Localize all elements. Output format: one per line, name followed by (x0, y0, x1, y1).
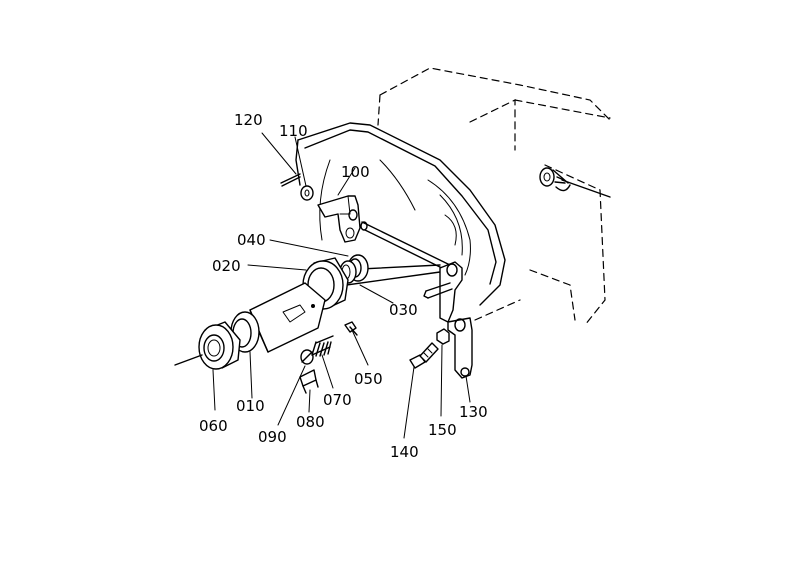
callout-090: 090 (258, 428, 287, 446)
part-120-washer (300, 185, 314, 201)
leader-lines (212, 132, 471, 439)
callout-070: 070 (323, 391, 352, 409)
part-140-bolt (409, 342, 439, 369)
rear-pin (539, 167, 611, 198)
callout-100: 100 (341, 163, 370, 181)
callout-040: 040 (237, 231, 266, 249)
callout-120: 110 (279, 122, 308, 140)
callout-020: 020 (212, 257, 241, 275)
part-080-bolt (299, 369, 319, 394)
engine-housing-outline (377, 67, 611, 326)
part-130-pin (280, 173, 301, 187)
part-060-seal (174, 321, 241, 370)
callout-130: 120 (234, 111, 263, 129)
part-010-release-sleeve (230, 282, 326, 353)
callout-010: 010 (236, 397, 265, 415)
part-100-fork (317, 195, 361, 243)
part-150-nut (436, 328, 450, 345)
part-050-grease-fitting (344, 321, 358, 336)
callout-060: 060 (199, 417, 228, 435)
part-090-lock-washer (300, 349, 314, 365)
callout-140: 140 (390, 443, 419, 461)
callout-labels: 120 110 100 040 020 030 050 070 010 080 … (199, 111, 488, 461)
callout-080: 080 (296, 413, 325, 431)
callout-110: 130 (459, 403, 488, 421)
callout-150: 150 (428, 421, 457, 439)
part-070-spring (311, 335, 334, 357)
callout-030: 030 (389, 301, 418, 319)
callout-050: 050 (354, 370, 383, 388)
part-110-lever (423, 261, 473, 379)
